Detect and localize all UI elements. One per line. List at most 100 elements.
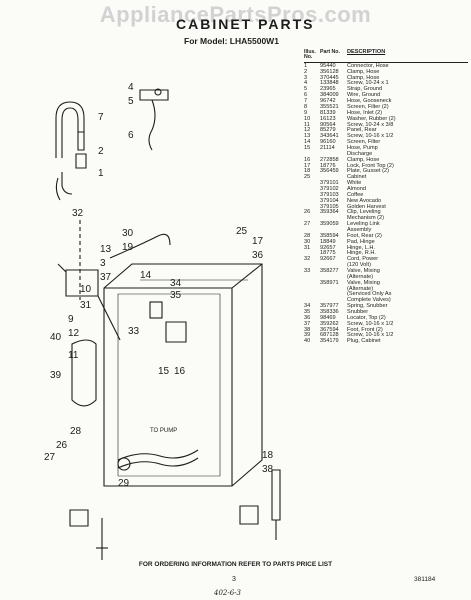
description: Plate, Gusset (2) xyxy=(347,168,389,175)
parts-row: (120 Volt) xyxy=(304,262,468,269)
part-no: 354179 xyxy=(320,338,339,345)
description: Golden Harvest xyxy=(347,203,386,210)
description: Washer, Rubber (2) xyxy=(347,115,396,122)
part-no: 96742 xyxy=(320,98,336,105)
illus-no: 37 xyxy=(304,320,311,327)
description: Hinge, R.H. xyxy=(347,250,376,257)
illus-no: 32 xyxy=(304,256,311,263)
diagram-part-label: 9 xyxy=(68,314,74,325)
description: Valve, Mixing xyxy=(347,279,380,286)
part-no: 133848 xyxy=(320,80,339,87)
illus-no: 40 xyxy=(304,338,311,345)
description: Hose, Gooseneck xyxy=(347,98,392,105)
diagram-part-label: 15 xyxy=(158,366,170,377)
illus-no: 3 xyxy=(304,74,308,81)
part-no: 359059 xyxy=(320,221,339,228)
part-no: 16123 xyxy=(320,115,336,122)
part-no: 358336 xyxy=(320,309,339,315)
part-no: 98469 xyxy=(320,314,336,321)
part-no: 90564 xyxy=(320,121,336,128)
description: Snubber xyxy=(347,309,369,315)
illus-no: 25 xyxy=(304,174,311,181)
exploded-diagram: 4 5 7 6 2 1 32 30 19 13 3 37 10 31 9 12 … xyxy=(44,82,281,560)
part-no: 81339 xyxy=(320,109,336,116)
diagram-part-label: 18 xyxy=(262,450,274,461)
illus-no: 13 xyxy=(304,133,311,140)
part-no: 379103 xyxy=(320,191,339,198)
part-no: 272858 xyxy=(320,156,339,163)
description: Locator, Top (2) xyxy=(347,314,386,321)
part-no: 384009 xyxy=(320,92,339,99)
parts-row: 35 358336 Snubber xyxy=(304,309,468,316)
description: Plug, Cabinet xyxy=(347,338,381,345)
parts-row: 7 96742 Hose, Gooseneck xyxy=(304,98,468,105)
part-no: 343641 xyxy=(320,133,339,140)
description: Clamp, Hose xyxy=(347,156,380,163)
diagram-part-label: 29 xyxy=(118,478,130,489)
illus-no: 10 xyxy=(304,115,311,122)
page-number: 3 xyxy=(232,576,236,583)
parts-row: Discharge xyxy=(304,150,468,158)
illus-no: 7 xyxy=(304,98,308,105)
description: Screw, 10-16 x 1/2 xyxy=(347,332,394,339)
diagram-part-label: 16 xyxy=(174,366,186,377)
document-number: 381184 xyxy=(414,576,436,583)
diagram-part-label: 27 xyxy=(44,452,56,463)
description: Screw, 10-24 x 3/8 xyxy=(347,121,394,128)
description: Pad, Hinge xyxy=(347,238,375,245)
illus-no: 35 xyxy=(304,309,311,315)
diagram-part-label: 4 xyxy=(128,82,134,93)
illus-no: 27 xyxy=(304,221,311,228)
part-no: 96160 xyxy=(320,139,336,146)
part-no: 21114 xyxy=(320,144,335,151)
diagram-part-label: 38 xyxy=(262,464,274,475)
parts-row: (Alternate) xyxy=(304,274,468,281)
diagram-part-label: 7 xyxy=(98,112,104,123)
description: Screw, 10-16 x 1/2 xyxy=(347,320,394,327)
ordering-note: FOR ORDERING INFORMATION REFER TO PARTS … xyxy=(138,561,333,568)
diagram-part-label: 2 xyxy=(98,146,104,157)
description: Complete Valves) xyxy=(347,297,391,304)
part-no: 358594 xyxy=(320,232,339,239)
description: Coffee xyxy=(347,191,364,198)
diagram-part-label: 31 xyxy=(80,300,92,311)
description: Discharge xyxy=(347,150,373,157)
illus-no: 5 xyxy=(304,86,308,93)
diagram-part-label: 26 xyxy=(56,440,68,451)
parts-row: (Serviced Only As xyxy=(304,292,468,298)
diagram-part-label: 3 xyxy=(100,258,106,269)
illus-no: 4 xyxy=(304,80,308,87)
diagram-part-label: 12 xyxy=(68,328,80,339)
description: (Alternate) xyxy=(347,285,374,292)
parts-list-header: Illus. No. Part No. DESCRIPTION xyxy=(304,49,468,63)
illus-no: 12 xyxy=(304,127,311,134)
description: Connector, Hose xyxy=(347,62,389,69)
description: Cord, Power xyxy=(347,256,379,263)
description: Wire, Ground xyxy=(347,92,381,99)
part-no: 18775 xyxy=(320,250,336,257)
illus-no: 38 xyxy=(304,326,311,333)
part-no: 379104 xyxy=(320,197,339,204)
diagram-part-label: 34 xyxy=(170,278,182,289)
parts-row: (Alternate) xyxy=(304,285,468,293)
description: Screen, Filter xyxy=(347,139,381,146)
parts-row: 40 354179 Plug, Cabinet xyxy=(304,338,468,345)
page-title: CABINET PARTS xyxy=(176,16,315,32)
description: (120 Volt) xyxy=(347,262,371,269)
